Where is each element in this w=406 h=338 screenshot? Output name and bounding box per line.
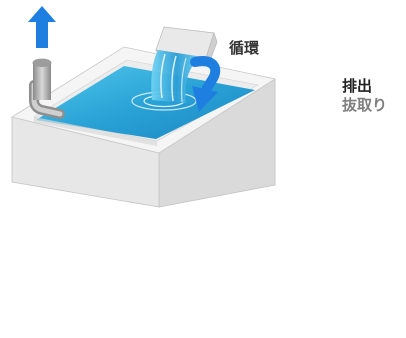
up-arrow-icon: [28, 6, 56, 48]
extraction-label: 抜取り: [342, 96, 388, 114]
circulation-label: 循環: [229, 39, 260, 57]
outlet-pipe: [29, 58, 65, 119]
discharge-label: 排出: [342, 77, 373, 95]
curved-down-arrow-icon: [190, 56, 221, 112]
water-stream: [151, 50, 202, 103]
large-tank: [10, 46, 277, 208]
